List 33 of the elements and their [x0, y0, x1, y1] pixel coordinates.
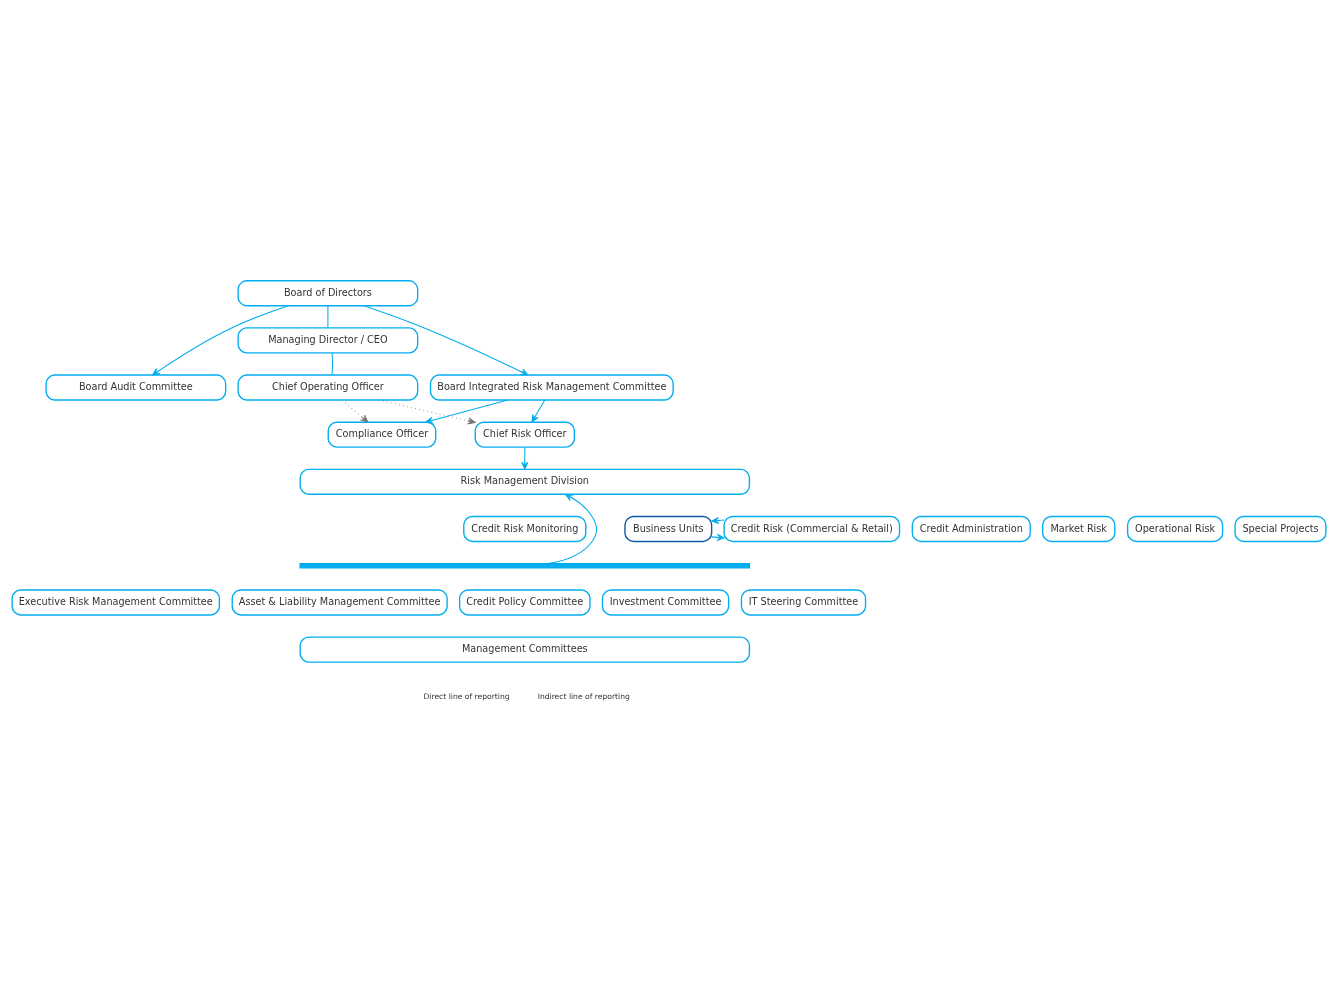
arrow: [341, 399, 369, 423]
node-box: Chief Risk Officer: [474, 421, 576, 448]
node-box: Operational Risk: [1126, 515, 1224, 542]
node-box: Managing Director / CEO: [237, 326, 419, 354]
node-box: Chief Operating Officer: [237, 373, 419, 401]
node-box: Special Projects: [1234, 515, 1327, 542]
node-box: Credit Risk (Commercial & Retail): [723, 515, 901, 542]
node-bar: [299, 562, 751, 568]
connector: [327, 304, 329, 328]
arrow: [378, 399, 476, 424]
node-box: Compliance Officer: [327, 421, 437, 448]
node-box: Credit Administration: [911, 515, 1031, 542]
node-box: Asset & Liability Management Committee: [231, 588, 448, 616]
arrow: [531, 399, 546, 422]
connector: [331, 352, 334, 375]
arrow: [711, 516, 725, 524]
arrow: [711, 533, 725, 541]
arrow: [363, 304, 529, 375]
node-box: Executive Risk Management Committee: [11, 588, 221, 616]
node-box: Credit Policy Committee: [458, 588, 591, 616]
node-box: IT Steering Committee: [740, 588, 867, 616]
node-box: Risk Management Division: [299, 468, 751, 495]
node-box: Board Integrated Risk Management Committee: [429, 373, 674, 401]
node-box: Board of Directors: [237, 279, 419, 306]
arrow: [152, 304, 289, 376]
node-box: Management Committees: [299, 635, 751, 663]
node-box: Credit Risk Monitoring: [463, 515, 587, 542]
node-box: Board Audit Committee: [45, 373, 227, 401]
node-box: Business Units: [624, 515, 713, 542]
arrow: [521, 446, 529, 470]
node-box: Investment Committee: [601, 588, 730, 616]
arrow: [425, 399, 509, 424]
node-box: Market Risk: [1042, 515, 1116, 542]
